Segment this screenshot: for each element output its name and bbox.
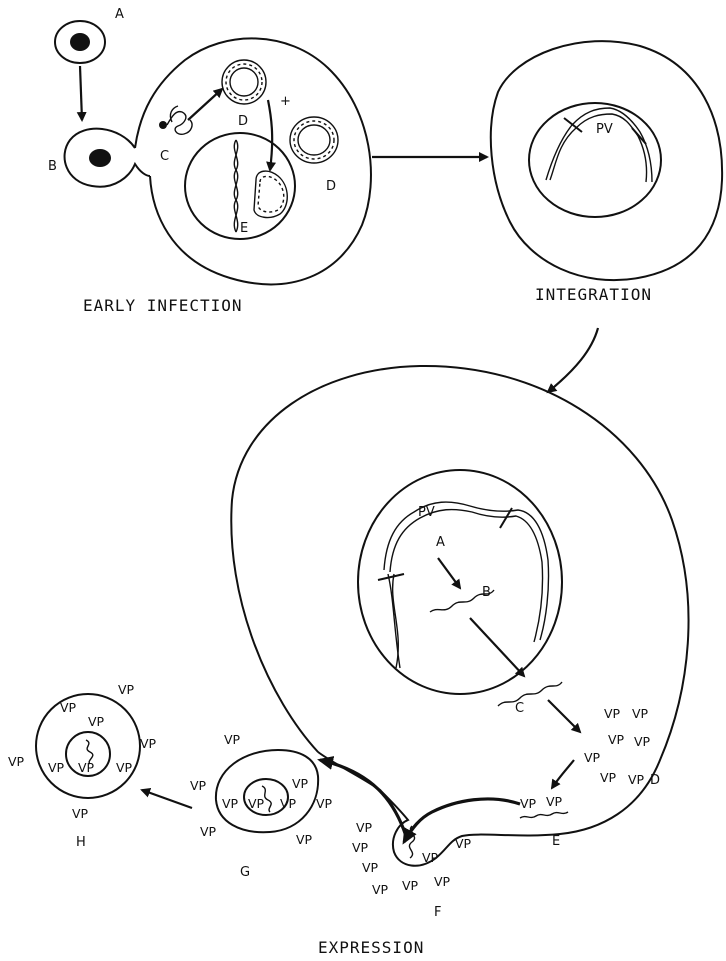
episome-d-right — [290, 117, 338, 163]
host-cell-early — [135, 38, 371, 284]
label-b-expression: B — [482, 585, 491, 600]
expression-panel: PV A B C VP VP VP VP VP VP VP D VP VP — [8, 366, 689, 957]
host-cell-integration — [491, 41, 722, 280]
arrow-g-to-h — [142, 790, 192, 808]
integrated-genome — [546, 108, 652, 182]
label-f: F — [434, 905, 441, 920]
vp-h-4: VP — [140, 736, 157, 751]
vp-cluster-h: VP VP VP VP VP VP VP VP VP — [8, 682, 157, 821]
label-d-right: D — [326, 179, 336, 194]
vp-h-3: VP — [88, 714, 105, 729]
arrow-translation — [548, 700, 580, 732]
vp-h-9: VP — [72, 806, 89, 821]
replication-e — [234, 140, 287, 232]
early-infection-panel: A B C D + — [48, 7, 371, 315]
vp-h-8: VP — [116, 760, 133, 775]
arrow-c-to-d — [188, 89, 222, 120]
uncoating-genome-c — [159, 106, 192, 134]
arrow-d-to-e-expression — [552, 760, 574, 788]
label-d-expression: D — [650, 773, 660, 788]
vp-g-8: VP — [200, 824, 217, 839]
vp-h-1: VP — [60, 700, 77, 715]
vp-d-2: VP — [632, 706, 649, 721]
vp-g-3: VP — [292, 776, 309, 791]
vp-g-6: VP — [280, 796, 297, 811]
vp-cluster-e: VP VP — [520, 794, 568, 818]
vp-f-7: VP — [422, 850, 439, 865]
arrow-transcription — [438, 558, 460, 588]
label-d-top: D — [238, 114, 248, 129]
vp-d-7: VP — [628, 772, 645, 787]
label-b: B — [48, 159, 57, 174]
label-a: A — [115, 7, 124, 22]
label-h: H — [76, 835, 86, 850]
vp-g-7: VP — [316, 796, 333, 811]
vp-f-5: VP — [402, 878, 419, 893]
vp-f-3: VP — [362, 860, 379, 875]
virion-a — [55, 21, 105, 63]
vp-g-5: VP — [248, 796, 265, 811]
vp-h-7: VP — [78, 760, 95, 775]
vp-f-1: VP — [356, 820, 373, 835]
vp-h-5: VP — [8, 754, 25, 769]
caption-early-infection: EARLY INFECTION — [83, 296, 243, 315]
caption-expression: EXPRESSION — [318, 938, 424, 957]
label-pv-expression: PV — [418, 505, 435, 520]
caption-integration: INTEGRATION — [535, 285, 652, 304]
mature-virion-h — [36, 694, 140, 798]
label-e: E — [240, 221, 248, 236]
label-g: G — [240, 865, 250, 880]
vp-cluster-g: VP VP VP VP VP VP VP VP VP — [190, 732, 333, 847]
vp-f-8: VP — [455, 836, 472, 851]
integration-panel: PV INTEGRATION — [491, 41, 722, 304]
arrow-attach — [80, 66, 82, 120]
vp-f-6: VP — [434, 874, 451, 889]
vp-cluster-d: VP VP VP VP VP VP VP — [584, 706, 651, 787]
vp-g-2: VP — [190, 778, 207, 793]
vp-e-2: VP — [546, 794, 563, 809]
integrated-genome-expression — [378, 502, 549, 668]
vp-d-1: VP — [604, 706, 621, 721]
label-e-expression: E — [552, 834, 560, 849]
arrow-export — [470, 618, 524, 676]
vp-d-4: VP — [634, 734, 651, 749]
vp-d-3: VP — [608, 732, 625, 747]
vp-d-6: VP — [600, 770, 617, 785]
vp-d-5: VP — [584, 750, 601, 765]
label-c-expression: C — [515, 701, 524, 716]
arrow-d-to-e — [268, 100, 272, 170]
vp-e-1: VP — [520, 796, 537, 811]
label-a-expression: A — [436, 535, 445, 550]
vp-f-2: VP — [352, 840, 369, 855]
plus-sign: + — [280, 94, 291, 109]
vp-g-4: VP — [222, 796, 239, 811]
vp-g-9: VP — [296, 832, 313, 847]
arrow-to-expression — [548, 328, 598, 392]
vp-g-1: VP — [224, 732, 241, 747]
nucleus-integration — [529, 103, 661, 217]
label-pv-integration: PV — [596, 122, 613, 137]
mrna-c — [498, 682, 562, 706]
vp-h-6: VP — [48, 760, 65, 775]
vp-h-2: VP — [118, 682, 135, 697]
episome-d-top — [222, 60, 266, 104]
vp-f-4: VP — [372, 882, 389, 897]
label-c: C — [160, 149, 169, 164]
vesicle-g — [216, 750, 318, 832]
